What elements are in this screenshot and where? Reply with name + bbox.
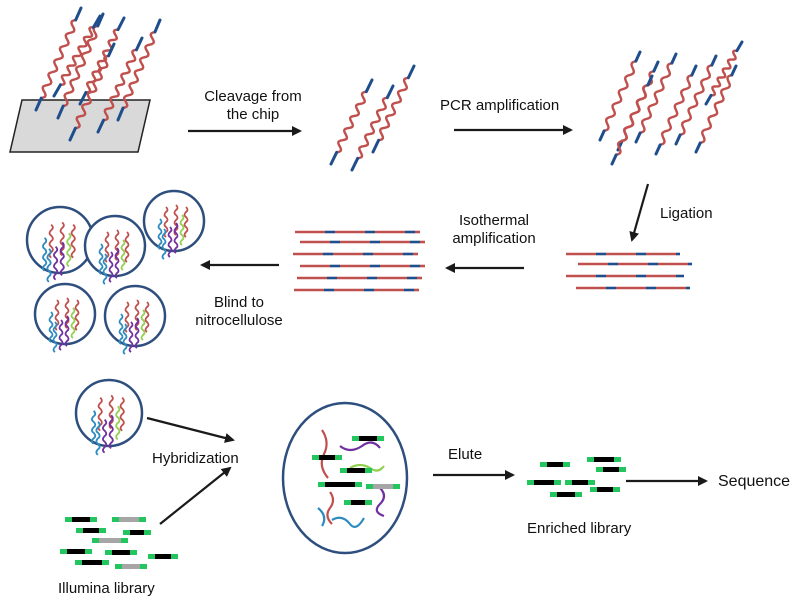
hybridization-label: Hybridization [152,450,239,467]
bound-probe [320,429,329,479]
elute-label: Elute [448,446,483,463]
bead-circle-icon [83,214,147,285]
isothermal-label: Isothermal amplification [444,212,544,248]
illumina-fragment [112,517,146,522]
illumina-fragment [92,538,128,543]
isothermal-label-line-2: amplification [452,230,536,247]
cleavage-label-line-2: the chip [226,106,280,123]
hybridization-bead-circle-icon [281,401,409,555]
cleavage-label: Cleavage from the chip [188,88,318,124]
illumina-library-label: Illumina library [58,580,155,597]
oligo-probe-icon [96,36,144,134]
illumina-fragment [312,455,342,460]
oligo-probe-icon [634,52,678,144]
blind-label-line-1: Blind to [213,294,265,311]
oligo-probe-icon [78,16,126,106]
enriched-library-fragments [527,457,626,497]
bead-circle-icon [74,378,144,456]
illumina-fragment [105,550,137,555]
bead-circle-icon [25,205,95,283]
illumina-fragment [148,554,178,559]
oligo-probe-icon [116,18,162,122]
oligo-probe-icon [610,74,654,166]
illumina-fragment [540,462,570,467]
hybridization-bead [74,378,409,555]
ligation-arrow [629,183,650,242]
illumina-fragment [75,560,109,565]
illumina-fragment [596,467,626,472]
bead-circle-icon [33,282,97,353]
bead-circle-icon [142,189,206,260]
illumina-fragment [60,549,92,554]
illumina-library-fragments [60,517,178,569]
oligo-probe-icon [654,64,698,156]
bound-probe [339,441,381,452]
oligo-probe-icon [674,54,718,146]
oligo-probe-icon [350,84,395,172]
illumina-fragment [318,482,362,487]
sequence-label: Sequence [718,473,791,490]
bead-to-hyb-arrow [146,416,235,443]
isothermal-label-line-1: Isothermal [458,212,530,229]
oligo-probe-icon [56,12,105,120]
illumina-fragment [65,517,97,522]
oligo-probe-icon [704,40,744,106]
illumina-fragment [550,492,582,497]
bound-probe [317,507,326,527]
pcr-probes [598,40,744,166]
oligo-probe-icon [598,50,642,142]
ligated-strands [566,252,692,290]
isothermal-strands [293,230,425,292]
illumina-fragment [344,500,372,505]
cleaved-probes [329,64,416,172]
illumina-fragment [565,480,595,485]
illumina-fragment [340,468,372,473]
illumina-fragment [587,457,621,462]
cleavage-label-line-1: Cleavage from [204,88,302,105]
oligo-probe-icon [68,42,116,142]
illumina-fragment [352,436,384,441]
oligo-probe-icon [34,6,83,112]
bead-circle-icon [103,284,167,355]
blind-label-line-2: nitrocellulose [195,312,283,329]
illumina-fragment [76,528,106,533]
beads [25,189,206,355]
illumina-fragment [590,487,620,492]
bound-probe [375,487,386,518]
blind-label: Blind to nitrocellulose [184,294,294,330]
illumina-fragment [123,530,151,535]
library-to-hyb-arrow [159,466,232,525]
oligo-probe-icon [694,64,738,154]
illumina-fragment [527,480,561,485]
illumina-fragment [366,484,400,489]
pcr-label: PCR amplification [440,97,560,114]
bound-probe [326,491,335,525]
chip-probes [34,6,162,142]
oligo-probe-icon [329,78,374,166]
ligation-label: Ligation [660,205,713,222]
illumina-fragment [115,564,147,569]
oligo-probe-icon [52,14,102,98]
bound-probe [331,516,365,528]
enriched-library-label: Enriched library [527,520,632,537]
oligo-probe-icon [371,64,416,154]
